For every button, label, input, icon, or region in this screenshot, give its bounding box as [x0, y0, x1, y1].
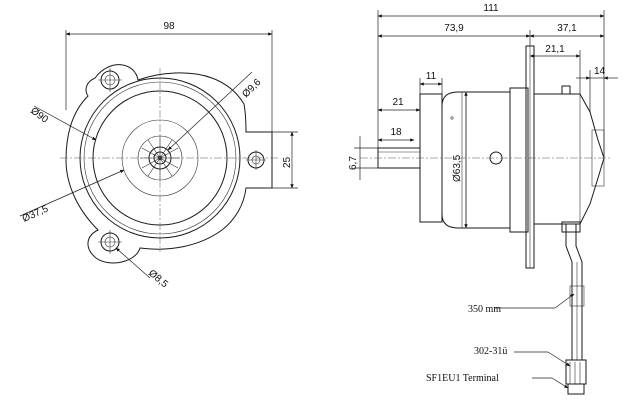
dim-label-diameter-90: Ø90: [28, 106, 50, 126]
front-view: 98 Ø9,6 Ø90 Ø37,5 25 Ø8,5: [19, 21, 298, 291]
flange-outline: [65, 64, 273, 264]
dim-label-63-5: Ø63,5: [452, 154, 463, 182]
dim-label-98: 98: [163, 21, 175, 32]
dim-label-hole: Ø8,5: [146, 268, 170, 291]
dim-label-6-7: 6,7: [348, 156, 359, 170]
terminal-connector: [565, 359, 587, 395]
top-nub: [561, 85, 571, 95]
dim-label-21-1: 21,1: [545, 44, 565, 55]
leader-terminal: [551, 377, 569, 389]
cable: [565, 224, 573, 360]
mount-hole-top: [98, 68, 122, 92]
leader-hub: [19, 169, 125, 217]
mount-hole-bottom: [98, 230, 122, 254]
callout-cable-length: 350 mm: [468, 304, 501, 315]
dim-label-bore: Ø9,6: [240, 77, 263, 100]
leader-bore: [167, 71, 253, 151]
leader-cable: [554, 293, 575, 309]
mount-hole-right: [246, 150, 266, 170]
leader-diameter-90: [33, 105, 97, 141]
dim-label-111: 111: [483, 3, 499, 14]
rear-cover: [533, 93, 605, 225]
callout-terminal: SF1EU1 Terminal: [426, 373, 499, 384]
dim-label-14: 14: [594, 66, 606, 77]
leader-hole: [115, 247, 151, 279]
dim-label-18: 18: [390, 127, 402, 138]
dim-label-hub: Ø37,5: [21, 203, 51, 224]
dim-label-21: 21: [392, 97, 404, 108]
rear-can: [509, 87, 529, 233]
callouts: 350 mm 302-31ü SF1EU1 Terminal: [426, 293, 575, 389]
cable-grommet: [561, 221, 581, 233]
side-view: 111 73,9 37,1 21,1 14 11 21 18 6,7: [348, 3, 618, 395]
callout-connector: 302-31ü: [474, 346, 507, 357]
dim-label-25: 25: [282, 156, 293, 168]
dim-label-37-1: 37,1: [557, 23, 577, 34]
dim-label-73-9: 73,9: [444, 23, 464, 34]
leader-connector: [547, 351, 571, 367]
dim-label-11: 11: [426, 71, 437, 82]
